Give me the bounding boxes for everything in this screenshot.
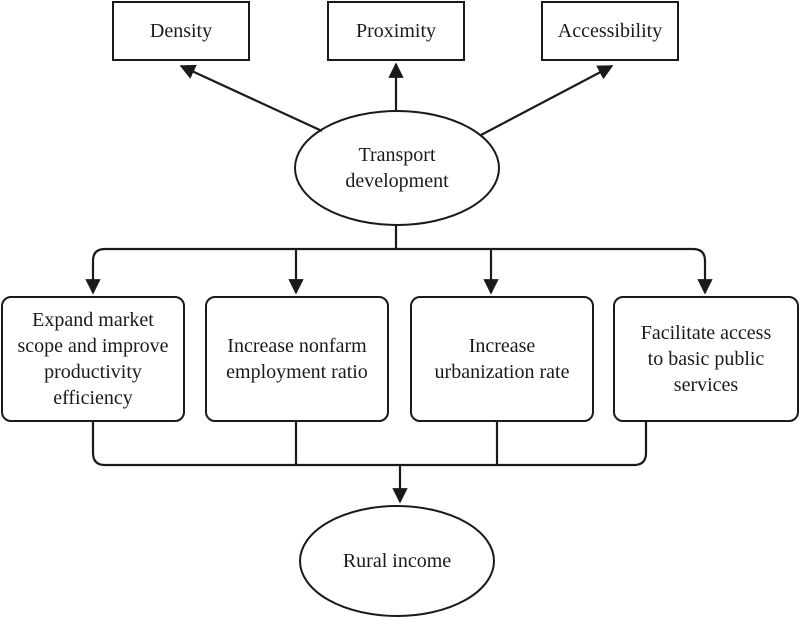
market-scope-label: Expand market scope and improve productivi… bbox=[6, 297, 180, 421]
public-services-label-line: Facilitate access bbox=[640, 322, 772, 344]
density-label: Density bbox=[149, 20, 213, 42]
merge-bar bbox=[91, 421, 648, 467]
transport-development-label: Transport development bbox=[295, 111, 499, 225]
market-scope-label-line: productivity bbox=[44, 361, 142, 383]
public-services-box bbox=[613, 296, 799, 422]
proximity-box bbox=[327, 1, 465, 61]
public-services-label-line: services bbox=[673, 374, 739, 396]
market-scope-label-line: efficiency bbox=[53, 387, 133, 409]
nonfarm-employment-label-line: Increase nonfarm bbox=[227, 335, 367, 357]
branch-bar bbox=[91, 247, 707, 262]
density-box bbox=[112, 1, 250, 61]
arrow-to-accessibility bbox=[480, 65, 614, 136]
accessibility-box bbox=[541, 1, 679, 61]
arrow-to-density bbox=[179, 64, 323, 132]
transport-development-label-line: development bbox=[345, 170, 449, 192]
public-services-label: Facilitate access to basic public services bbox=[618, 297, 794, 421]
proximity-label: Proximity bbox=[355, 20, 436, 42]
rural-income-label-line: Rural income bbox=[342, 550, 452, 572]
urbanization-box bbox=[410, 296, 594, 422]
transport-development-label-line: Transport bbox=[358, 144, 436, 166]
nonfarm-employment-label-line: employment ratio bbox=[226, 361, 368, 383]
accessibility-label: Accessibility bbox=[557, 20, 663, 42]
urbanization-label: Increase urbanization rate bbox=[415, 297, 589, 421]
nonfarm-employment-label: Increase nonfarm employment ratio bbox=[210, 297, 384, 421]
market-scope-label-line: Expand market bbox=[32, 309, 154, 331]
public-services-label-line: to basic public bbox=[647, 348, 765, 370]
urbanization-label-line: urbanization rate bbox=[434, 361, 570, 383]
rural-income-label: Rural income bbox=[300, 506, 494, 616]
urbanization-label-line: Increase bbox=[468, 335, 536, 357]
market-scope-label-line: scope and improve bbox=[17, 335, 169, 357]
rural-income-ellipse bbox=[299, 505, 495, 617]
